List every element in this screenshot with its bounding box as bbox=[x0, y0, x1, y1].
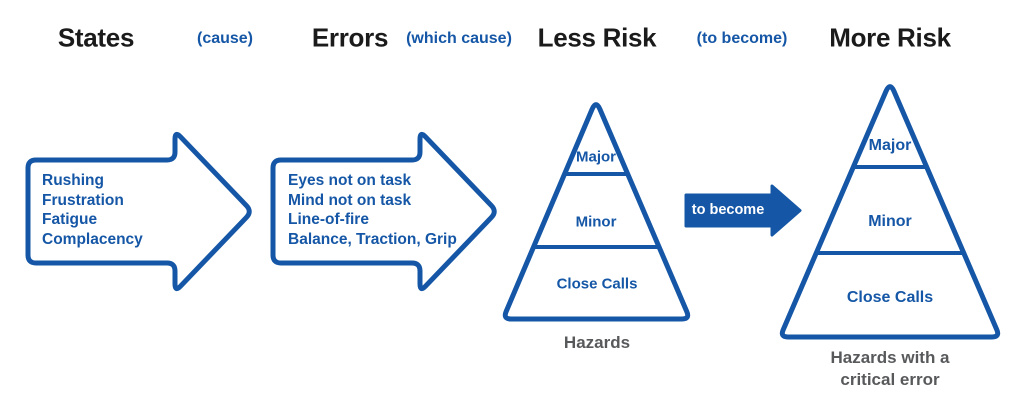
errors-list-item: Line-of-fire bbox=[288, 211, 369, 229]
errors-list-item: Balance, Traction, Grip bbox=[288, 230, 457, 248]
errors-list-item: Mind not on task bbox=[288, 191, 412, 209]
more-risk-pyramid-shape bbox=[779, 84, 1001, 340]
to-become-arrow-label: to become bbox=[691, 202, 765, 218]
states-list-item: Rushing bbox=[42, 172, 104, 189]
more-risk-level-close-calls: Close Calls bbox=[846, 289, 934, 306]
less-risk-pyramid-shape bbox=[502, 102, 691, 322]
header-errors: Errors bbox=[311, 22, 389, 53]
more-risk-level-major: Major bbox=[868, 137, 912, 154]
errors-list-item: Eyes not on task bbox=[288, 172, 412, 189]
more-risk-caption-line1: Hazards with a bbox=[830, 348, 950, 367]
more-risk-caption-line2: critical error bbox=[840, 370, 940, 389]
errors-list: Eyes not on task Mind not on task Line-o… bbox=[288, 171, 457, 249]
to-become-arrow-shape bbox=[684, 184, 802, 237]
states-list: Rushing Frustration Fatigue Complacency bbox=[42, 171, 143, 249]
less-risk-level-close-calls: Close Calls bbox=[556, 275, 638, 293]
header-cause: (cause) bbox=[196, 30, 254, 47]
less-risk-level-minor: Minor bbox=[575, 213, 617, 231]
header-more-risk: More Risk bbox=[829, 22, 951, 53]
header-to-become: (to become) bbox=[696, 30, 788, 47]
header-less-risk: Less Risk bbox=[537, 22, 657, 53]
less-risk-level-major: Major bbox=[575, 148, 617, 166]
more-risk-level-minor: Minor bbox=[868, 213, 912, 230]
states-list-item: Complacency bbox=[42, 230, 143, 248]
states-list-item: Frustration bbox=[42, 191, 124, 209]
header-which-cause: (which cause) bbox=[406, 30, 512, 47]
more-risk-caption: Hazards with a critical error bbox=[830, 347, 949, 391]
states-list-item: Fatigue bbox=[42, 211, 98, 229]
less-risk-caption: Hazards bbox=[563, 333, 631, 352]
header-states: States bbox=[57, 22, 135, 53]
